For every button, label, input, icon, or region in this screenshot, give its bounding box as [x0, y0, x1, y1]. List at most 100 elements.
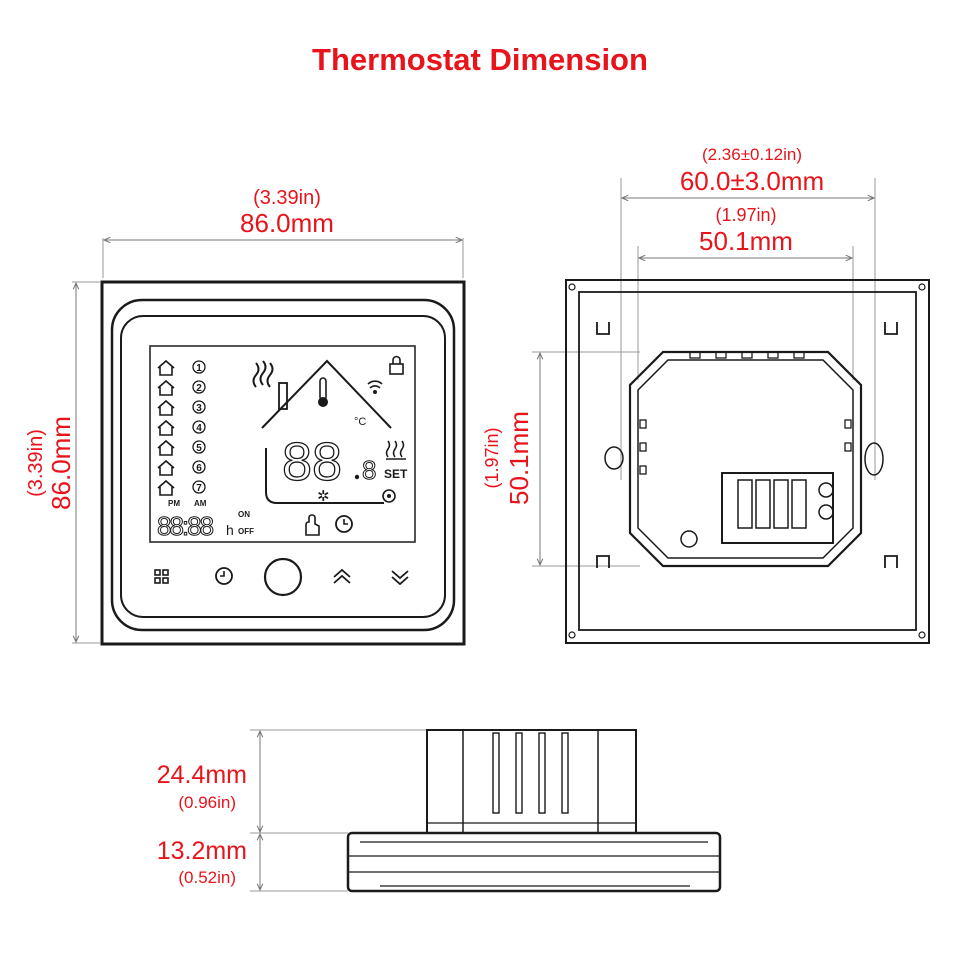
- main-temperature-digits: 88: [282, 432, 342, 492]
- side-front-body: [346, 831, 722, 893]
- side-view: 24.4mm (0.96in) 13.2mm (0.52in): [157, 729, 722, 893]
- program-house-icon: [157, 379, 175, 396]
- terminal-pin: [515, 732, 523, 814]
- thermometer-icon: [318, 377, 328, 407]
- terminal-pin: [561, 732, 569, 814]
- side-depth-inches: (0.96in): [178, 793, 236, 812]
- am-label: AM: [194, 499, 207, 508]
- back-plate-outer: [565, 279, 930, 644]
- side-tabs: [639, 419, 852, 475]
- corner-screw: [918, 283, 926, 291]
- back-view: (2.36±0.12in) 60.0±3.0mm (1.97in) 50.1mm…: [482, 145, 930, 644]
- mounting-hole-right: [864, 442, 884, 476]
- program-house-icon: [157, 459, 175, 476]
- lcd-screen: [149, 345, 416, 543]
- front-view: (3.39in) 86.0mm (3.39in) 86.0mm 1 2 3 4 5 6 7: [25, 187, 466, 646]
- set-label: SET: [384, 467, 408, 481]
- side-depth-mm: 24.4mm: [157, 761, 247, 789]
- back-plate-inner: [578, 291, 917, 631]
- snowflake-icon: ✲: [317, 488, 330, 505]
- house-roof-outline: [261, 359, 392, 429]
- decimal-digit: 8: [362, 455, 376, 485]
- program-number: 5: [196, 443, 202, 454]
- terminal-pins: [492, 732, 569, 814]
- menu-icon: [154, 569, 169, 584]
- program-house-icon: [157, 439, 175, 456]
- heating-indicator-icon: [385, 440, 405, 458]
- mounting-latches: [596, 322, 898, 568]
- program-number: 2: [196, 383, 202, 394]
- schedule-clock-icon: [335, 515, 353, 533]
- menu-button[interactable]: [154, 569, 169, 584]
- front-glass-panel: [120, 315, 446, 618]
- temperature-unit-label: °C: [354, 416, 366, 428]
- down-chevron-icon: [391, 570, 409, 586]
- off-label: OFF: [238, 527, 254, 536]
- program-number: 3: [196, 403, 202, 414]
- side-thickness-inches: (0.52in): [178, 868, 236, 887]
- program-number: 1: [196, 363, 202, 374]
- fan-icon: [382, 489, 396, 503]
- lock-icon: [389, 355, 404, 375]
- program-house-icon: [157, 479, 175, 496]
- front-width-inches: (3.39in): [253, 187, 321, 209]
- down-button[interactable]: [391, 570, 409, 586]
- house-body-outline: [265, 448, 384, 504]
- mounting-hole-left: [604, 446, 624, 470]
- clock-icon: [215, 567, 233, 585]
- front-bezel: [110, 298, 456, 632]
- front-width-mm: 86.0mm: [240, 208, 334, 238]
- program-number-circle: [192, 420, 206, 434]
- wiring-box-outline: [628, 350, 863, 568]
- front-height-mm: 86.0mm: [46, 416, 76, 510]
- back-inner-inches: (1.97in): [715, 205, 776, 225]
- wifi-icon: [367, 380, 383, 394]
- corner-screw: [568, 631, 576, 639]
- side-thickness-mm: 13.2mm: [157, 837, 247, 865]
- up-chevron-icon: [333, 568, 351, 584]
- back-inner-mm: 50.1mm: [699, 226, 793, 256]
- corner-screw: [918, 631, 926, 639]
- program-number-circle: [192, 360, 206, 374]
- program-number: 7: [196, 483, 202, 494]
- hour-suffix: h: [226, 522, 234, 538]
- front-height-inches: (3.39in): [25, 429, 47, 497]
- program-house-icon: [157, 419, 175, 436]
- wiring-box-inner: [637, 359, 854, 559]
- top-tabs: [689, 351, 805, 359]
- program-number: 4: [196, 423, 202, 434]
- clock-digits: 88:88: [157, 511, 214, 541]
- back-outer-mm: 60.0±3.0mm: [680, 166, 824, 196]
- front-outer-frame: [100, 280, 466, 646]
- program-number: 6: [196, 463, 202, 474]
- program-number-circle: [192, 460, 206, 474]
- heat-wave-icon: [252, 360, 274, 388]
- program-list: 1 2 3 4 5 6 7: [157, 359, 206, 496]
- side-back-box: [426, 729, 637, 834]
- clock-button[interactable]: [215, 567, 233, 585]
- up-button[interactable]: [333, 568, 351, 584]
- manual-mode-icon: [305, 514, 320, 536]
- page-title: Thermostat Dimension: [312, 42, 648, 77]
- terminal-block: [721, 472, 834, 544]
- corner-screw: [568, 283, 576, 291]
- back-height-inches: (1.97in): [482, 427, 502, 488]
- program-number-circle: [192, 440, 206, 454]
- cable-hole: [680, 530, 698, 548]
- terminal-pin: [538, 732, 546, 814]
- decimal-point: [354, 474, 360, 480]
- back-outer-inches: (2.36±0.12in): [702, 145, 802, 164]
- power-button[interactable]: [263, 557, 303, 597]
- program-house-icon: [157, 359, 175, 376]
- pm-label: PM: [168, 499, 180, 508]
- program-number-circle: [192, 400, 206, 414]
- power-icon: [263, 557, 303, 597]
- chimney: [278, 382, 288, 410]
- terminal-pin: [492, 732, 500, 814]
- back-height-mm: 50.1mm: [504, 411, 534, 505]
- program-number-circle: [192, 480, 206, 494]
- program-number-circle: [192, 380, 206, 394]
- program-house-icon: [157, 399, 175, 416]
